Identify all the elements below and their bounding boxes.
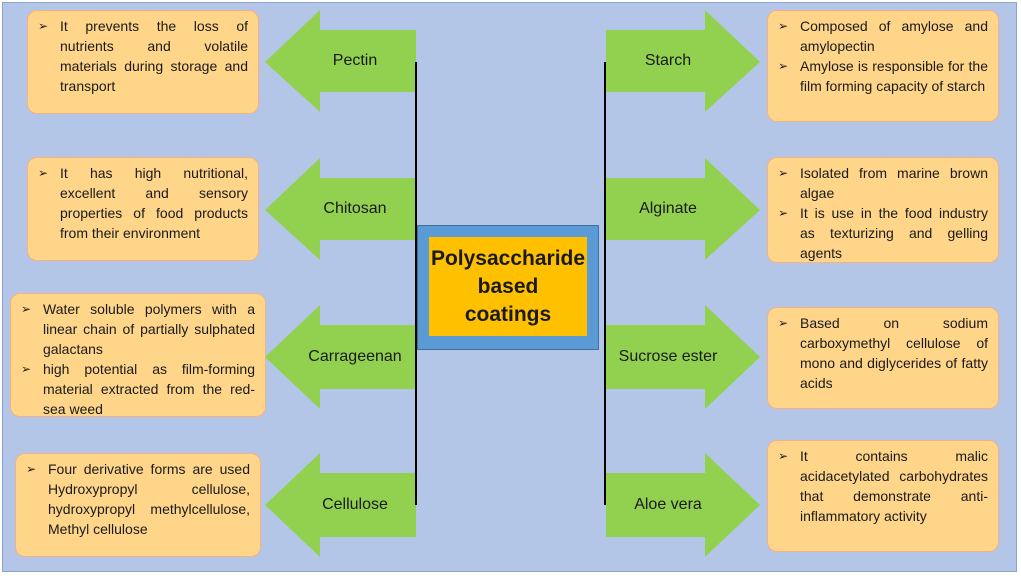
label-pectin: Pectin [332,52,378,69]
arrow-bullet-icon: ➢ [21,302,32,316]
alginate-description-box: ➢ Isolated from marine brown algae ➢ It is… [767,157,999,263]
pectin-description-box: ➢ It prevents the loss of nutrients and v… [27,10,259,114]
sucrose-ester-description-box: ➢ Based on sodium carboxymethyl cellulose… [767,307,999,409]
label-starch: Starch [644,52,692,69]
bullet-text: It prevents the loss of nutrients and vo… [60,18,248,94]
chitosan-description-box: ➢ It has high nutritional, excellent and … [27,157,259,261]
arrow-pectin [265,10,416,112]
bullet-item: ➢ Water soluble polymers with a linear ch… [21,299,255,359]
arrow-aloe-vera [606,453,760,557]
arrow-bullet-icon: ➢ [778,316,789,330]
bullet-item: ➢ Based on sodium carboxymethyl cellulose… [778,313,988,393]
bullet-text: It is use in the food industry as textur… [800,205,988,261]
arrow-bullet-icon: ➢ [38,166,49,180]
arrow-bullet-icon: ➢ [26,462,37,476]
label-chitosan: Chitosan [323,200,387,217]
arrow-bullet-icon: ➢ [778,449,789,463]
arrow-bullet-icon: ➢ [38,19,49,33]
bullet-item: ➢ It contains malic acidacetylated carboh… [778,446,988,526]
arrow-starch [606,10,760,112]
center-title-line-1: Polysaccharide [430,246,586,270]
bullet-text: Composed of amylose and amylopectin [800,18,988,54]
arrow-sucrose-ester [606,305,760,409]
arrow-bullet-icon: ➢ [778,166,789,180]
label-carrageenan: Carrageenan [308,348,402,365]
bullet-item: ➢ high potential as film-forming material… [21,359,255,419]
bullet-text: It has high nutritional, excellent and s… [60,165,248,241]
center-title-line-3: coatings [464,302,552,326]
aloe-vera-description-box: ➢ It contains malic acidacetylated carboh… [767,440,999,552]
center-title-line-2: based [477,274,539,298]
arrow-bullet-icon: ➢ [21,362,32,376]
bullet-item: ➢ Isolated from marine brown algae [778,163,988,203]
bullet-text: It contains malic acidacetylated carbohy… [800,448,988,524]
center-title: Polysaccharide based coatings [429,237,587,336]
arrow-bullet-icon: ➢ [778,19,789,33]
arrow-cellulose [265,453,416,557]
bullet-text: Water soluble polymers with a linear cha… [43,301,255,357]
bullet-item: ➢ It has high nutritional, excellent and … [38,163,248,243]
arrow-chitosan [265,158,416,260]
bullet-text: Four derivative forms are used Hydroxypr… [48,461,250,537]
bullet-item: ➢ Four derivative forms are used Hydroxyp… [26,459,250,539]
cellulose-description-box: ➢ Four derivative forms are used Hydroxyp… [15,453,261,557]
arrow-alginate [606,158,760,260]
arrow-carrageenan [265,305,416,409]
bullet-item: ➢ It prevents the loss of nutrients and v… [38,16,248,96]
bullet-text: Amylose is responsible for the film form… [800,58,988,94]
label-alginate: Alginate [639,200,697,217]
label-aloe-vera: Aloe vera [634,496,702,513]
starch-description-box: ➢ Composed of amylose and amylopectin ➢ Am… [767,10,999,122]
carrageenan-description-box: ➢ Water soluble polymers with a linear ch… [10,293,266,417]
bullet-item: ➢ It is use in the food industry as textu… [778,203,988,263]
bullet-item: ➢ Composed of amylose and amylopectin [778,16,988,56]
bullet-text: high potential as film-forming material … [43,361,255,417]
bullet-text: Isolated from marine brown algae [800,165,988,201]
label-cellulose: Cellulose [322,496,388,513]
bullet-text: Based on sodium carboxymethyl cellulose … [800,315,988,391]
arrow-bullet-icon: ➢ [778,206,789,220]
label-sucrose-ester: Sucrose ester [618,348,718,365]
bullet-item: ➢ Amylose is responsible for the film for… [778,56,988,96]
arrow-bullet-icon: ➢ [778,59,789,73]
